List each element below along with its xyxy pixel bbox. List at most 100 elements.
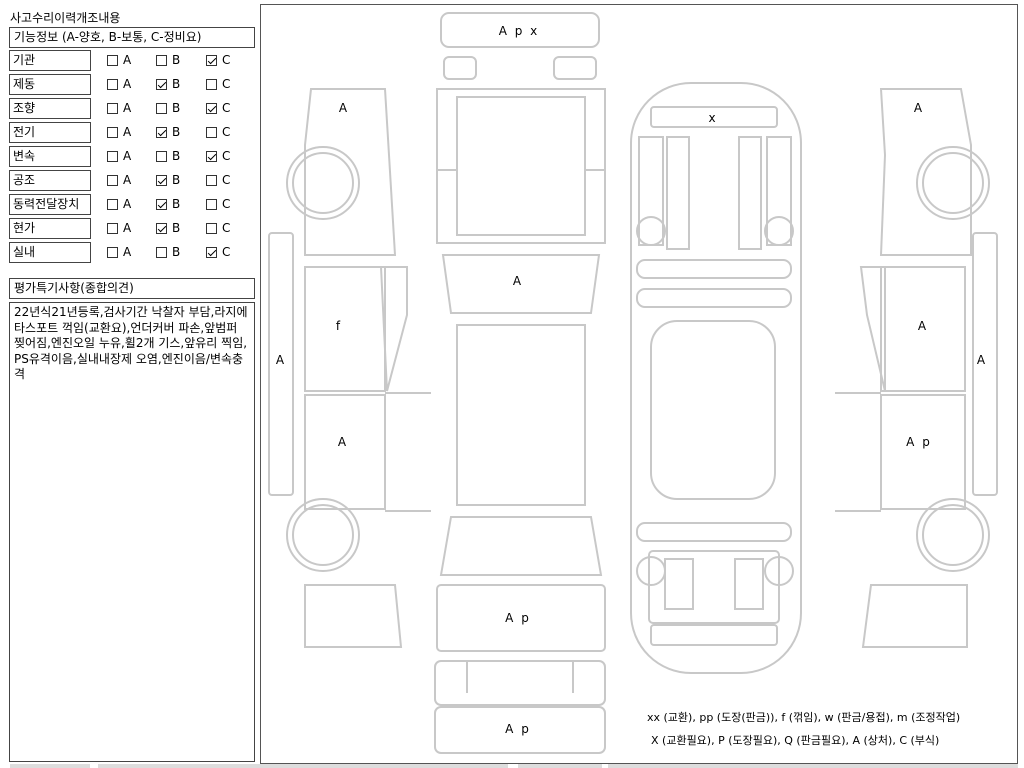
checkbox[interactable] — [107, 198, 118, 210]
option-b[interactable]: B — [156, 125, 180, 139]
checkbox[interactable] — [206, 78, 217, 90]
option-b[interactable]: B — [156, 77, 180, 91]
checkbox[interactable] — [107, 78, 118, 90]
mark-windshield: A — [512, 274, 524, 288]
option-b[interactable]: B — [156, 245, 180, 259]
rear-glass-outline — [439, 516, 603, 576]
checkbox[interactable] — [156, 198, 167, 210]
checkbox[interactable] — [107, 150, 118, 162]
row-label: 제동 — [9, 74, 91, 95]
rear-bumper-outline — [434, 706, 606, 754]
option-c[interactable]: C — [206, 245, 230, 259]
row-label: 변속 — [9, 146, 91, 167]
function-row: 전기 A B C — [0, 121, 258, 145]
row-label: 전기 — [9, 122, 91, 143]
left-rear-door-outline — [304, 394, 386, 510]
checkbox[interactable] — [206, 126, 217, 138]
checkbox[interactable] — [107, 222, 118, 234]
option-a[interactable]: A — [107, 245, 131, 259]
checkbox[interactable] — [156, 78, 167, 90]
option-b[interactable]: B — [156, 149, 180, 163]
left-rear-quarter-outline — [304, 584, 403, 648]
option-a[interactable]: A — [107, 77, 131, 91]
option-a[interactable]: A — [107, 221, 131, 235]
checkbox[interactable] — [156, 102, 167, 114]
bottom-bar — [10, 764, 90, 768]
option-c[interactable]: C — [206, 149, 230, 163]
right-front-fender-outline — [879, 88, 972, 256]
row-label: 공조 — [9, 170, 91, 191]
mark-right-rear-door: A p — [906, 435, 932, 449]
option-c[interactable]: C — [206, 101, 230, 115]
option-b[interactable]: B — [156, 197, 180, 211]
row-label: 실내 — [9, 242, 91, 263]
roof-view-outline — [630, 82, 802, 674]
checkbox[interactable] — [206, 102, 217, 114]
row-label: 현가 — [9, 218, 91, 239]
checkbox[interactable] — [156, 150, 167, 162]
evaluation-title: 평가특기사항(종합의견) — [9, 278, 255, 299]
option-c[interactable]: C — [206, 173, 230, 187]
evaluation-text: 22년식21년등록,검사기간 낙찰자 부담,라지에타스포트 꺽임(교환요),언더… — [9, 302, 255, 762]
option-c[interactable]: C — [206, 77, 230, 91]
left-panel: 사고수리이력개조내용 기능정보 (A-양호, B-보통, C-정비요) 기관 A… — [0, 0, 258, 768]
headlight-left-outline — [443, 56, 477, 80]
option-c[interactable]: C — [206, 197, 230, 211]
function-row: 변속 A B C — [0, 145, 258, 169]
right-side-sill-outline — [972, 232, 998, 496]
legend-line-2: X (교환필요), P (도장필요), Q (판금필요), A (상처), C … — [651, 734, 940, 747]
checkbox[interactable] — [206, 222, 217, 234]
bottom-bar — [608, 764, 1018, 768]
checkbox[interactable] — [107, 126, 118, 138]
checkbox[interactable] — [206, 174, 217, 186]
option-b[interactable]: B — [156, 173, 180, 187]
option-b[interactable]: B — [156, 53, 180, 67]
checkbox[interactable] — [206, 198, 217, 210]
bottom-bar — [98, 764, 508, 768]
row-label: 동력전달장치 — [9, 194, 91, 215]
function-row: 조향 A B C — [0, 97, 258, 121]
mark-roof: x — [708, 111, 718, 125]
function-row: 실내 A B C — [0, 241, 258, 265]
left-front-door-outline — [304, 266, 386, 392]
option-a[interactable]: A — [107, 101, 131, 115]
headlight-right-outline — [553, 56, 597, 80]
option-a[interactable]: A — [107, 173, 131, 187]
function-row: 현가 A B C — [0, 217, 258, 241]
mark-right-front-door: A — [917, 319, 929, 333]
checkbox[interactable] — [206, 150, 217, 162]
option-c[interactable]: C — [206, 221, 230, 235]
mark-left-front-fender: A — [338, 101, 350, 115]
checkbox[interactable] — [156, 126, 167, 138]
trunk-outline — [436, 584, 606, 652]
checkbox[interactable] — [156, 246, 167, 258]
checkbox[interactable] — [107, 102, 118, 114]
option-a[interactable]: A — [107, 125, 131, 139]
mark-right-front-fender: A — [913, 101, 925, 115]
mark-left-side-sill: A — [275, 353, 287, 367]
checkbox[interactable] — [206, 246, 217, 258]
option-a[interactable]: A — [107, 149, 131, 163]
checkbox[interactable] — [156, 174, 167, 186]
option-c[interactable]: C — [206, 53, 230, 67]
legend-line-1: xx (교환), pp (도장(판금)), f (꺾임), w (판금/용접),… — [647, 711, 961, 724]
mark-trunk: A p — [505, 611, 531, 625]
mark-right-side-sill: A — [976, 353, 988, 367]
option-a[interactable]: A — [107, 53, 131, 67]
right-rear-quarter-outline — [861, 584, 968, 648]
car-outline — [268, 12, 998, 754]
checkbox[interactable] — [107, 246, 118, 258]
left-side-sill-outline — [268, 232, 294, 496]
checkbox[interactable] — [107, 54, 118, 66]
function-row: 제동 A B C — [0, 73, 258, 97]
option-c[interactable]: C — [206, 125, 230, 139]
checkbox[interactable] — [156, 222, 167, 234]
option-b[interactable]: B — [156, 221, 180, 235]
option-a[interactable]: A — [107, 197, 131, 211]
checkbox[interactable] — [156, 54, 167, 66]
checkbox[interactable] — [206, 54, 217, 66]
hood-outline — [436, 88, 606, 244]
option-b[interactable]: B — [156, 101, 180, 115]
right-rear-door-outline — [880, 394, 966, 510]
checkbox[interactable] — [107, 174, 118, 186]
